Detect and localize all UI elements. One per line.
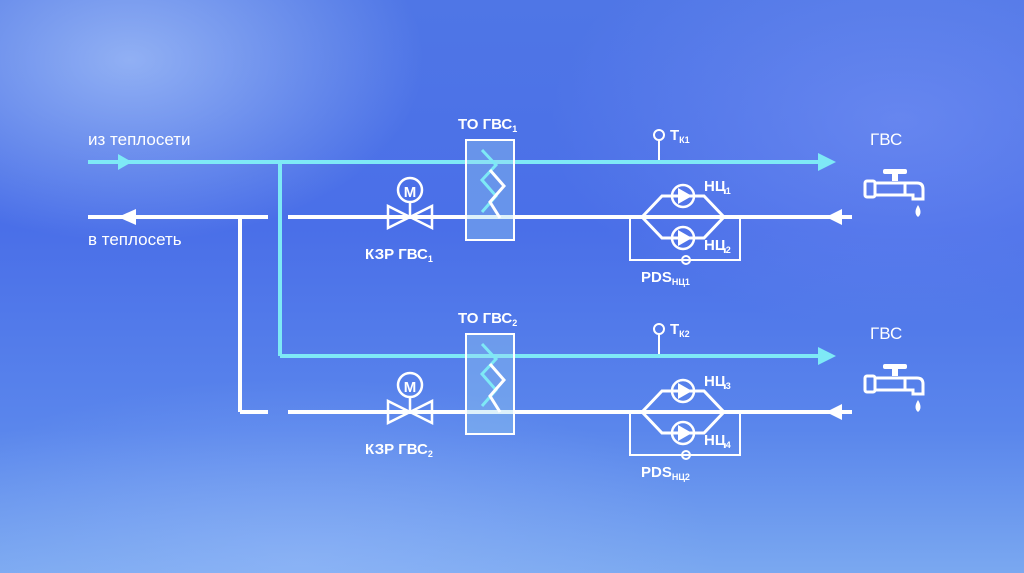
pump2-label: НЦ2 xyxy=(704,237,731,255)
pump4-label: НЦ4 xyxy=(704,432,731,450)
temp2-label: TК2 xyxy=(670,321,690,339)
hex2-label: ТО ГВС2 xyxy=(458,310,517,328)
pds1-label: PDSНЦ1 xyxy=(641,269,690,287)
valve1-label: КЗР ГВС1 xyxy=(365,246,433,264)
supply-in-arrow xyxy=(118,154,132,170)
hot-supply-lines xyxy=(88,153,836,365)
heat-exchanger-icon xyxy=(465,139,515,241)
return-lines xyxy=(88,209,852,420)
heat-exchanger-icon xyxy=(465,333,515,435)
temperature-sensor-icon xyxy=(653,129,665,160)
pds2-label: PDSНЦ2 xyxy=(641,464,690,482)
circulation-in-arrow-2 xyxy=(826,404,842,420)
valve2-label: КЗР ГВС2 xyxy=(365,441,433,459)
gvs-out-label-1: ГВС xyxy=(870,130,902,149)
pump1-label: НЦ1 xyxy=(704,178,731,196)
supply-in-label: из теплосети xyxy=(88,130,191,149)
temp1-label: TК1 xyxy=(670,127,690,145)
circulation-in-arrow-1 xyxy=(826,209,842,225)
gvs-out-label-2: ГВС xyxy=(870,324,902,343)
motor-icon: M xyxy=(404,379,417,396)
temperature-sensor-icon xyxy=(653,323,665,354)
pump-group-2 xyxy=(629,378,741,460)
return-out-arrow xyxy=(118,209,136,225)
gvs-out-arrow-1 xyxy=(818,153,836,171)
faucet-icon xyxy=(863,167,925,219)
pump-group-1 xyxy=(629,183,741,265)
return-out-label: в теплосеть xyxy=(88,230,182,249)
hex1-label: ТО ГВС1 xyxy=(458,116,517,134)
motor-icon: M xyxy=(404,184,417,201)
gvs-out-arrow-2 xyxy=(818,347,836,365)
pump3-label: НЦ3 xyxy=(704,373,731,391)
faucet-icon xyxy=(863,362,925,414)
